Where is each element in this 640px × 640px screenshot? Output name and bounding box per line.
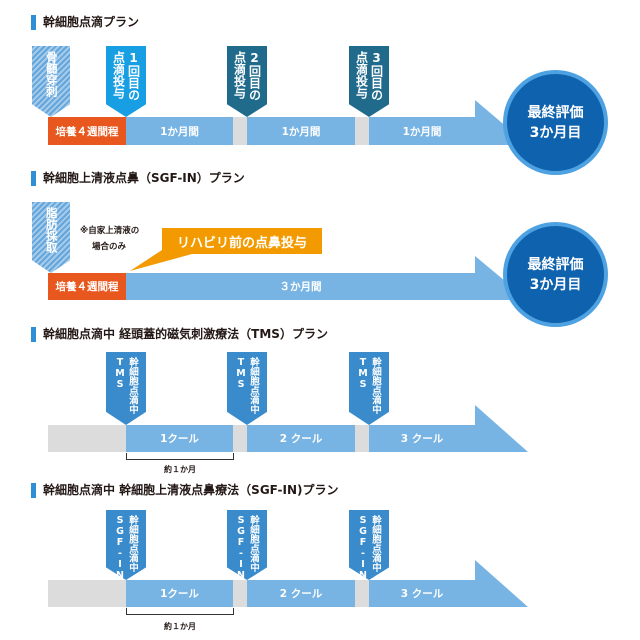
marker-label-line-1: 幹細胞点滴中 bbox=[127, 357, 138, 414]
marker-sgf-in-3: 幹細胞点滴中 SGF-IN bbox=[349, 510, 389, 580]
segment-course-1: 1クール bbox=[126, 580, 233, 607]
duration-bracket bbox=[126, 608, 234, 615]
section-title-marker bbox=[31, 15, 36, 30]
marker-label-line-2: SGF-IN bbox=[114, 515, 126, 581]
timeline-bar: 1クール 2 クール 3 クール bbox=[0, 580, 640, 607]
duration-bracket-label: 約１か月 bbox=[164, 465, 196, 474]
marker-label-line-2: TMS bbox=[114, 357, 126, 390]
final-evaluation-line-1: 最終評価 bbox=[527, 104, 584, 121]
plan-stem-cell-infusion: 幹細胞点滴プラン 骨髄穿刺 1回目の 点滴投与 2回目の 点滴投与 3回目の 点… bbox=[0, 0, 640, 175]
section-title-marker bbox=[31, 327, 36, 342]
marker-tms-1: 幹細胞点滴中 TMS bbox=[106, 352, 146, 425]
plan-title: 幹細胞点滴プラン bbox=[43, 15, 140, 29]
marker-label-line-1: 幹細胞点滴中 bbox=[127, 515, 138, 572]
note-line-2: 場合のみ bbox=[92, 242, 127, 252]
final-evaluation-badge: 最終評価 3か月目 bbox=[503, 70, 608, 175]
marker-label-line-2: 点滴投与 bbox=[111, 51, 126, 99]
segment-course-3: 3 クール bbox=[369, 580, 475, 607]
segment-culture: 培養４週間程 bbox=[48, 117, 126, 145]
duration-bracket bbox=[126, 453, 234, 460]
marker-label-line-1: 幹細胞点滴中 bbox=[248, 357, 259, 414]
callout-bubble-shape bbox=[130, 228, 322, 271]
marker-tms-3: 幹細胞点滴中 TMS bbox=[349, 352, 389, 425]
segment-culture: 培養４週間程 bbox=[48, 273, 126, 300]
marker-infusion-1: 1回目の 点滴投与 bbox=[106, 46, 146, 117]
plan-title: 幹細胞点滴中 経頭蓋的磁気刺激療法（TMS）プラン bbox=[43, 327, 328, 341]
plan-title: 幹細胞上清液点鼻（SGF-IN）プラン bbox=[43, 171, 245, 185]
timeline-bar: 培養４週間程 1か月間 1か月間 1か月間 bbox=[0, 117, 640, 145]
marker-label-line-1: 3回目の bbox=[369, 51, 384, 101]
marker-label-line-2: TMS bbox=[357, 357, 369, 390]
marker-label-line-1: 1回目の bbox=[126, 51, 141, 101]
plan-infusion-with-sgf-in: 幹細胞点滴中 幹細胞上清液点鼻療法（SGF-IN)プラン 幹細胞点滴中 SGF-… bbox=[0, 476, 640, 640]
final-evaluation-line-1: 最終評価 bbox=[527, 256, 584, 273]
marker-infusion-3: 3回目の 点滴投与 bbox=[349, 46, 389, 117]
marker-label-line-2: SGF-IN bbox=[235, 515, 247, 581]
callout-bubble bbox=[130, 228, 322, 271]
marker-label: 脂肪採取 bbox=[44, 207, 59, 253]
segment-course-3: 3 クール bbox=[369, 425, 475, 452]
marker-fat-harvest: 脂肪採取 bbox=[32, 202, 70, 273]
note-line-1: ※自家上清液の bbox=[80, 226, 140, 236]
marker-label-line-1: 2回目の bbox=[247, 51, 262, 101]
timeline-bar: 培養４週間程 ３か月間 bbox=[0, 273, 640, 300]
marker-label-line-2: TMS bbox=[235, 357, 247, 390]
segment-period-3: 1か月間 bbox=[369, 117, 475, 145]
segment-lead-in bbox=[48, 425, 126, 452]
marker-sgf-in-2: 幹細胞点滴中 SGF-IN bbox=[227, 510, 267, 580]
marker-label-line-1: 幹細胞点滴中 bbox=[248, 515, 259, 572]
final-evaluation-line-2: 3か月目 bbox=[529, 276, 582, 293]
callout-text: リハビリ前の点鼻投与 bbox=[176, 235, 307, 251]
marker-label-line-2: 点滴投与 bbox=[232, 51, 247, 99]
segment-gap bbox=[233, 117, 247, 145]
section-title-marker bbox=[31, 483, 36, 498]
marker-label-line-1: 幹細胞点滴中 bbox=[370, 515, 381, 572]
segment-period: ３か月間 bbox=[126, 273, 475, 300]
segment-period-2: 1か月間 bbox=[247, 117, 355, 145]
marker-sgf-in-1: 幹細胞点滴中 SGF-IN bbox=[106, 510, 146, 580]
final-evaluation-badge: 最終評価 3か月目 bbox=[503, 222, 608, 327]
marker-label: 骨髄穿刺 bbox=[44, 51, 59, 97]
section-title-marker bbox=[31, 171, 36, 186]
marker-bone-marrow-aspiration: 骨髄穿刺 bbox=[32, 46, 70, 117]
segment-course-2: 2 クール bbox=[247, 580, 355, 607]
segment-lead-in bbox=[48, 580, 126, 607]
marker-label-line-2: SGF-IN bbox=[357, 515, 369, 581]
marker-label-line-2: 点滴投与 bbox=[354, 51, 369, 99]
marker-label-line-1: 幹細胞点滴中 bbox=[370, 357, 381, 414]
plan-title: 幹細胞点滴中 幹細胞上清液点鼻療法（SGF-IN)プラン bbox=[43, 483, 339, 497]
segment-course-1: 1クール bbox=[126, 425, 233, 452]
final-evaluation-line-2: 3か月目 bbox=[529, 124, 582, 141]
segment-gap bbox=[233, 425, 247, 452]
timeline-bar: 1クール 2 クール 3 クール bbox=[0, 425, 640, 452]
segment-gap bbox=[355, 425, 369, 452]
segment-period-1: 1か月間 bbox=[126, 117, 233, 145]
duration-bracket-label: 約１か月 bbox=[164, 622, 196, 631]
marker-tms-2: 幹細胞点滴中 TMS bbox=[227, 352, 267, 425]
segment-gap bbox=[233, 580, 247, 607]
segment-course-2: 2 クール bbox=[247, 425, 355, 452]
segment-gap bbox=[355, 117, 369, 145]
plan-sgf-in-nasal: 幹細胞上清液点鼻（SGF-IN）プラン 脂肪採取 ※自家上清液の 場合のみ リハ… bbox=[0, 160, 640, 327]
plan-infusion-with-tms: 幹細胞点滴中 経頭蓋的磁気刺激療法（TMS）プラン 幹細胞点滴中 TMS 幹細胞… bbox=[0, 320, 640, 476]
segment-gap bbox=[355, 580, 369, 607]
marker-infusion-2: 2回目の 点滴投与 bbox=[227, 46, 267, 117]
